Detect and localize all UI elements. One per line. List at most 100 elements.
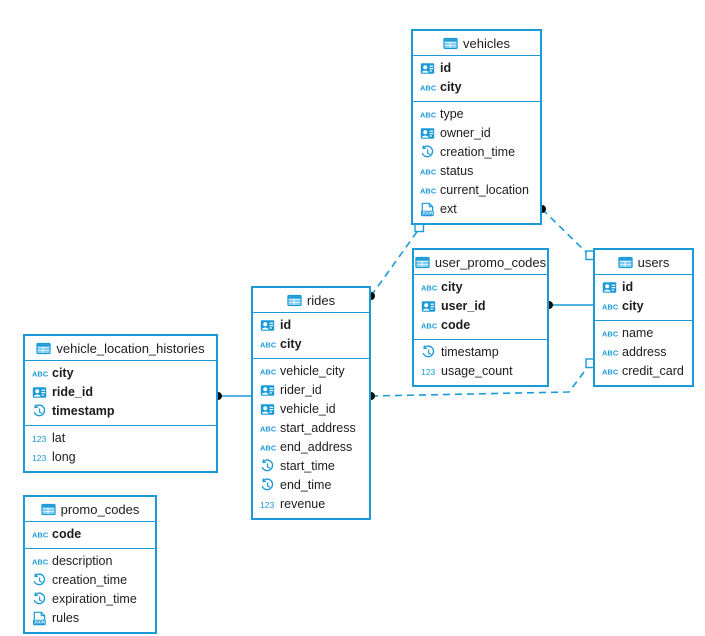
- field-label: city: [280, 337, 302, 352]
- primary-key-field-id[interactable]: id: [253, 316, 369, 335]
- field-expiration_time[interactable]: expiration_time: [25, 590, 155, 609]
- primary-key-field-id[interactable]: id: [413, 59, 540, 78]
- json-icon: JSON: [420, 202, 435, 217]
- field-start_time[interactable]: start_time: [253, 457, 369, 476]
- table-icon: [617, 255, 633, 270]
- entity-header-rides[interactable]: rides: [253, 288, 369, 313]
- svg-text:ABC: ABC: [602, 349, 618, 358]
- field-label: creation_time: [440, 145, 516, 160]
- svg-text:ABC: ABC: [260, 444, 276, 453]
- svg-text:123: 123: [32, 453, 47, 463]
- field-ext[interactable]: JSON ext: [413, 200, 540, 219]
- field-label: rider_id: [280, 383, 322, 398]
- string-icon: ABC: [421, 318, 437, 333]
- field-label: rules: [52, 611, 80, 626]
- field-label: user_id: [441, 299, 486, 314]
- number-icon: 123: [421, 364, 436, 379]
- entity-header-vehicles[interactable]: vehicles: [413, 31, 540, 56]
- field-label: start_time: [280, 459, 335, 474]
- string-icon: ABC: [420, 80, 436, 95]
- relationship-vehicle-location-histories-to-rides[interactable]: [214, 392, 251, 400]
- field-label: owner_id: [440, 126, 491, 141]
- primary-key-field-timestamp[interactable]: timestamp: [25, 402, 216, 421]
- field-timestamp[interactable]: timestamp: [414, 343, 547, 362]
- number-icon: 123: [32, 450, 47, 465]
- field-creation_time[interactable]: creation_time: [413, 143, 540, 162]
- svg-text:ABC: ABC: [602, 368, 618, 377]
- timestamp-icon: [32, 404, 47, 419]
- timestamp-icon: [420, 145, 435, 160]
- field-end_time[interactable]: end_time: [253, 476, 369, 495]
- field-label: status: [440, 164, 474, 179]
- table-icon: [36, 341, 52, 356]
- field-owner_id[interactable]: owner_id: [413, 124, 540, 143]
- entity-header-user_promo_codes[interactable]: user_promo_codes: [414, 250, 547, 275]
- svg-text:123: 123: [32, 434, 47, 444]
- field-rider_id[interactable]: rider_id: [253, 381, 369, 400]
- string-icon: ABC: [420, 164, 436, 179]
- field-creation_time[interactable]: creation_time: [25, 571, 155, 590]
- field-label: ride_id: [52, 385, 93, 400]
- string-icon: ABC: [602, 326, 618, 341]
- svg-text:ABC: ABC: [32, 558, 48, 567]
- entity-title: users: [637, 254, 670, 270]
- svg-text:ABC: ABC: [32, 370, 48, 379]
- svg-text:ABC: ABC: [602, 303, 618, 312]
- field-rules[interactable]: JSON rules: [25, 609, 155, 628]
- relationship-line: [541, 208, 591, 257]
- entity-header-users[interactable]: users: [595, 250, 692, 275]
- field-label: timestamp: [441, 345, 499, 360]
- field-status[interactable]: ABC status: [413, 162, 540, 181]
- field-label: ext: [440, 202, 457, 217]
- field-label: credit_card: [622, 364, 684, 379]
- field-label: city: [622, 299, 644, 314]
- primary-key-field-id[interactable]: id: [595, 278, 692, 297]
- entity-title: rides: [306, 292, 336, 308]
- svg-text:JSON: JSON: [34, 620, 45, 625]
- number-icon: 123: [32, 431, 47, 446]
- relationship-user-promo-codes-to-users[interactable]: [545, 301, 593, 309]
- primary-key-field-city[interactable]: ABC city: [595, 297, 692, 316]
- entity-header-vehicle_location_histories[interactable]: vehicle_location_histories: [25, 336, 216, 361]
- svg-text:ABC: ABC: [421, 284, 437, 293]
- key-id-icon: [260, 402, 275, 417]
- key-id-icon: [260, 318, 275, 333]
- timestamp-icon: [32, 592, 47, 607]
- field-vehicle_id[interactable]: vehicle_id: [253, 400, 369, 419]
- table-icon: [443, 36, 458, 51]
- string-icon: ABC: [32, 366, 48, 381]
- primary-key-field-ride_id[interactable]: ride_id: [25, 383, 216, 402]
- field-credit_card[interactable]: ABC credit_card: [595, 362, 692, 381]
- entity-header-promo_codes[interactable]: promo_codes: [25, 497, 155, 522]
- primary-key-field-user_id[interactable]: user_id: [414, 297, 547, 316]
